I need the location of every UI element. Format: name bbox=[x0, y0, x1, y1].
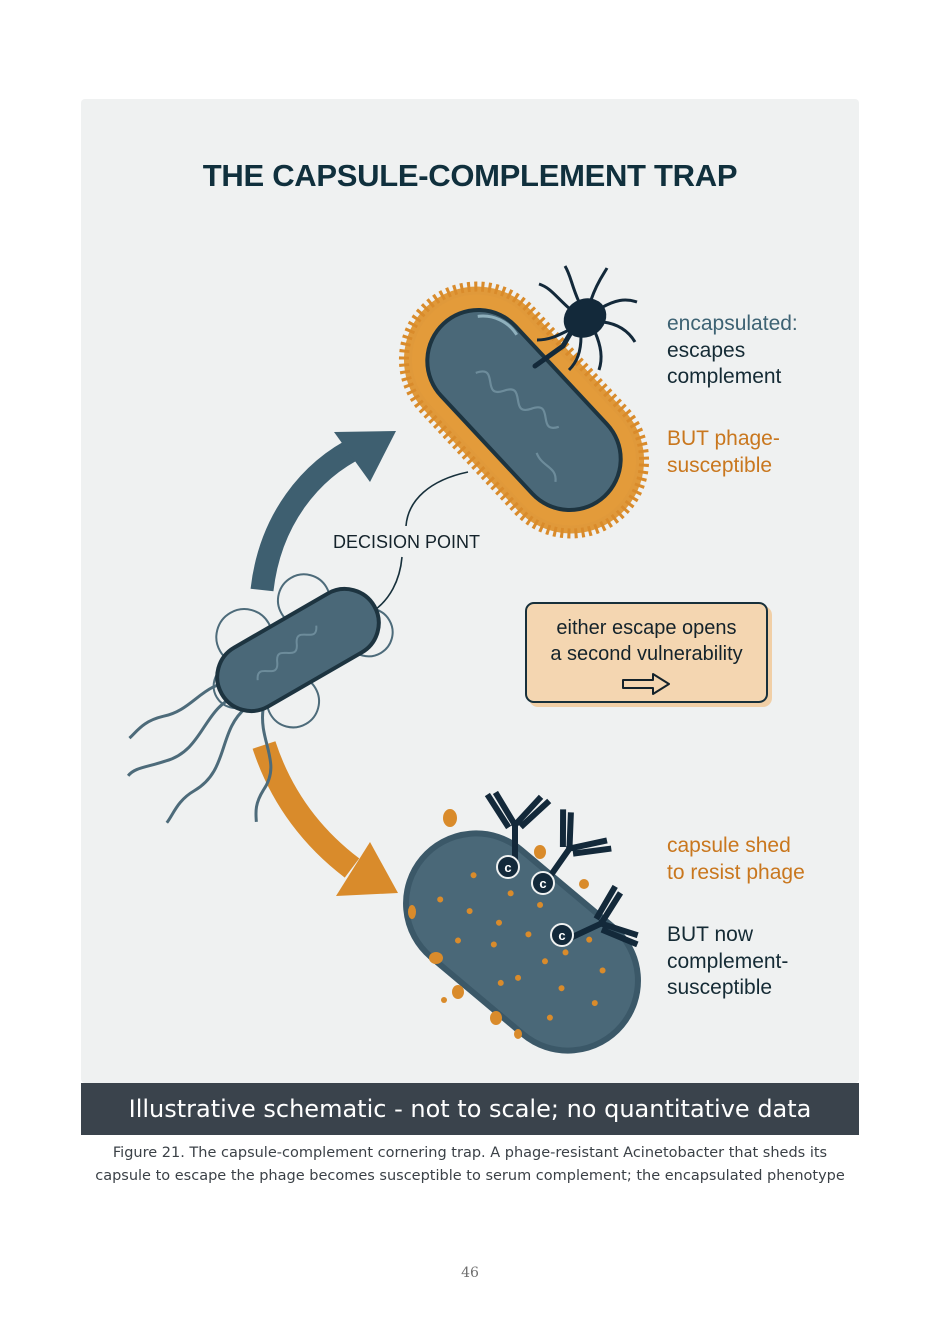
upper-but-label-group: BUT phage- susceptible bbox=[667, 426, 780, 479]
arrow-right-icon bbox=[621, 673, 670, 695]
lower-but-line3: susceptible bbox=[667, 976, 773, 999]
lower-label-group: capsule shed to resist phage bbox=[667, 833, 805, 886]
vulnerability-note-box: either escape opens a second vulnerabili… bbox=[525, 602, 768, 703]
downward-arrow bbox=[252, 741, 398, 896]
complement-icon: c c c bbox=[496, 855, 574, 947]
upper-label-line2: escapes bbox=[667, 338, 746, 362]
lower-but-label-group: BUT now complement- susceptible bbox=[667, 922, 788, 1002]
disclaimer-banner: Illustrative schematic - not to scale; n… bbox=[81, 1083, 859, 1135]
page-number: 46 bbox=[461, 1265, 479, 1281]
note-line1: either escape opens bbox=[556, 617, 737, 639]
lower-but-line2: complement- bbox=[667, 949, 789, 973]
caption-line2: capsule to escape the phage becomes susc… bbox=[95, 1168, 845, 1184]
capsule-debris bbox=[408, 809, 589, 1039]
phage-icon bbox=[532, 265, 638, 372]
upper-but-line1: BUT phage- bbox=[667, 427, 780, 450]
upper-label-line3: complement bbox=[667, 365, 782, 388]
central-bacterium bbox=[126, 573, 394, 824]
upper-label-group: encapsulated: escapes complement bbox=[667, 311, 798, 391]
figure-caption: Figure 21. The capsule-complement corner… bbox=[70, 1142, 870, 1188]
upward-arrow bbox=[250, 431, 396, 592]
encapsulated-bacterium bbox=[398, 281, 650, 539]
lower-label-line1: capsule shed bbox=[667, 834, 791, 857]
svg-text:c: c bbox=[558, 928, 565, 943]
upper-label-line1: encapsulated: bbox=[667, 312, 798, 335]
svg-text:c: c bbox=[539, 876, 546, 891]
lower-label-line2: to resist phage bbox=[667, 860, 805, 884]
lower-but-line1: BUT now bbox=[667, 923, 753, 946]
upper-but-line2: susceptible bbox=[667, 453, 773, 477]
decision-point-label: DECISION POINT bbox=[333, 532, 481, 552]
svg-text:c: c bbox=[504, 860, 511, 875]
antibody-icon bbox=[484, 790, 639, 948]
note-line2: a second vulnerability bbox=[550, 643, 743, 665]
figure-title: THE CAPSULE-COMPLEMENT TRAP bbox=[202, 158, 738, 193]
caption-line1: Figure 21. The capsule-complement corner… bbox=[112, 1145, 828, 1161]
shed-capsule-bacterium bbox=[403, 830, 641, 1054]
